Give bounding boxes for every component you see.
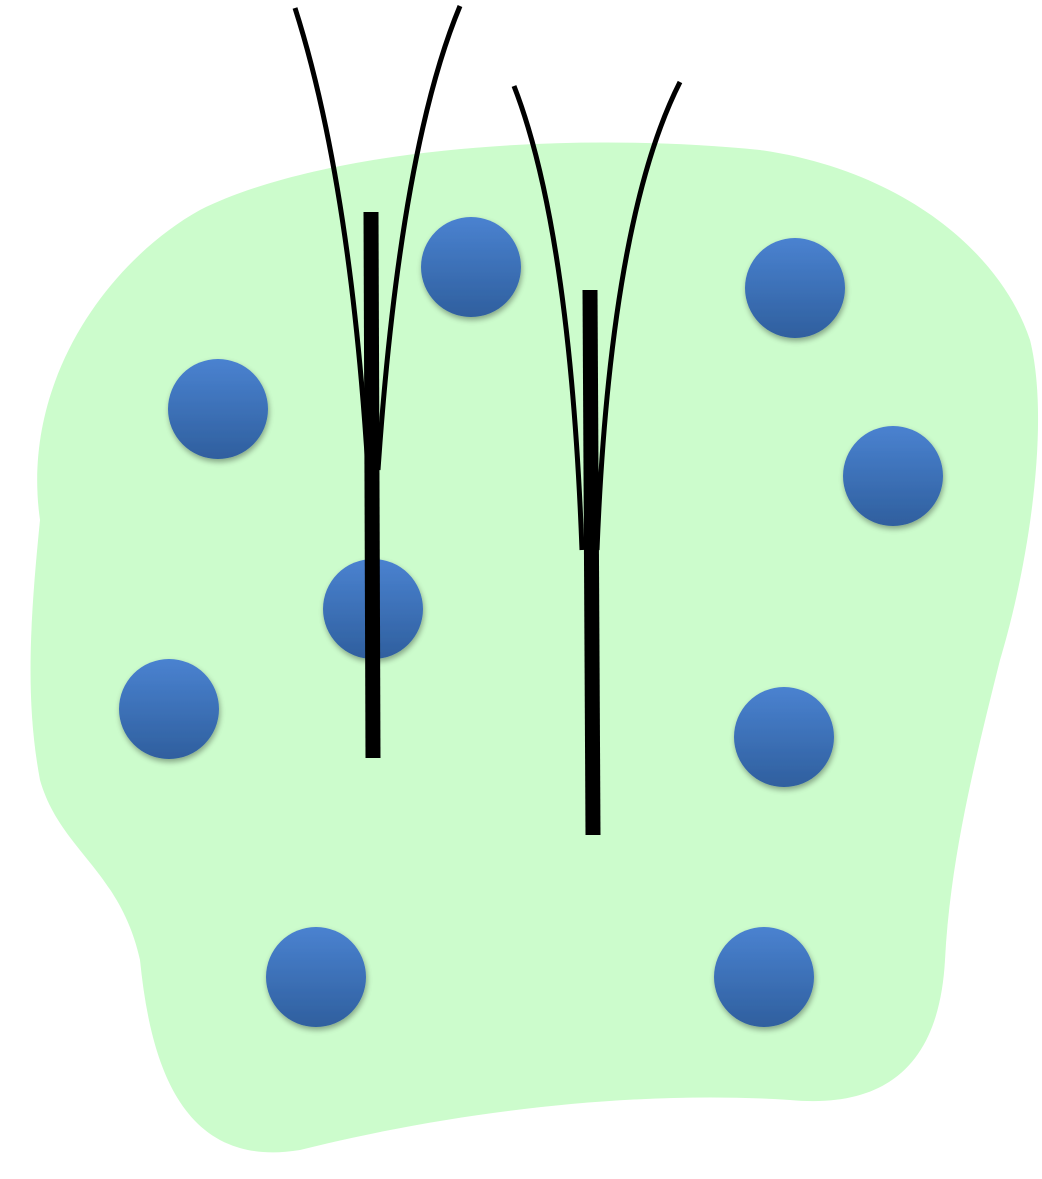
circle-6 xyxy=(119,659,219,759)
circle-3 xyxy=(168,359,268,459)
circle-4 xyxy=(843,426,943,526)
circle-8 xyxy=(266,927,366,1027)
circle-9 xyxy=(714,927,814,1027)
circle-1 xyxy=(421,217,521,317)
tissue-region xyxy=(31,143,1039,1153)
circle-2 xyxy=(745,238,845,338)
probe-2-shaft xyxy=(590,290,593,835)
circle-7 xyxy=(734,687,834,787)
probe-1-shaft xyxy=(371,212,373,758)
